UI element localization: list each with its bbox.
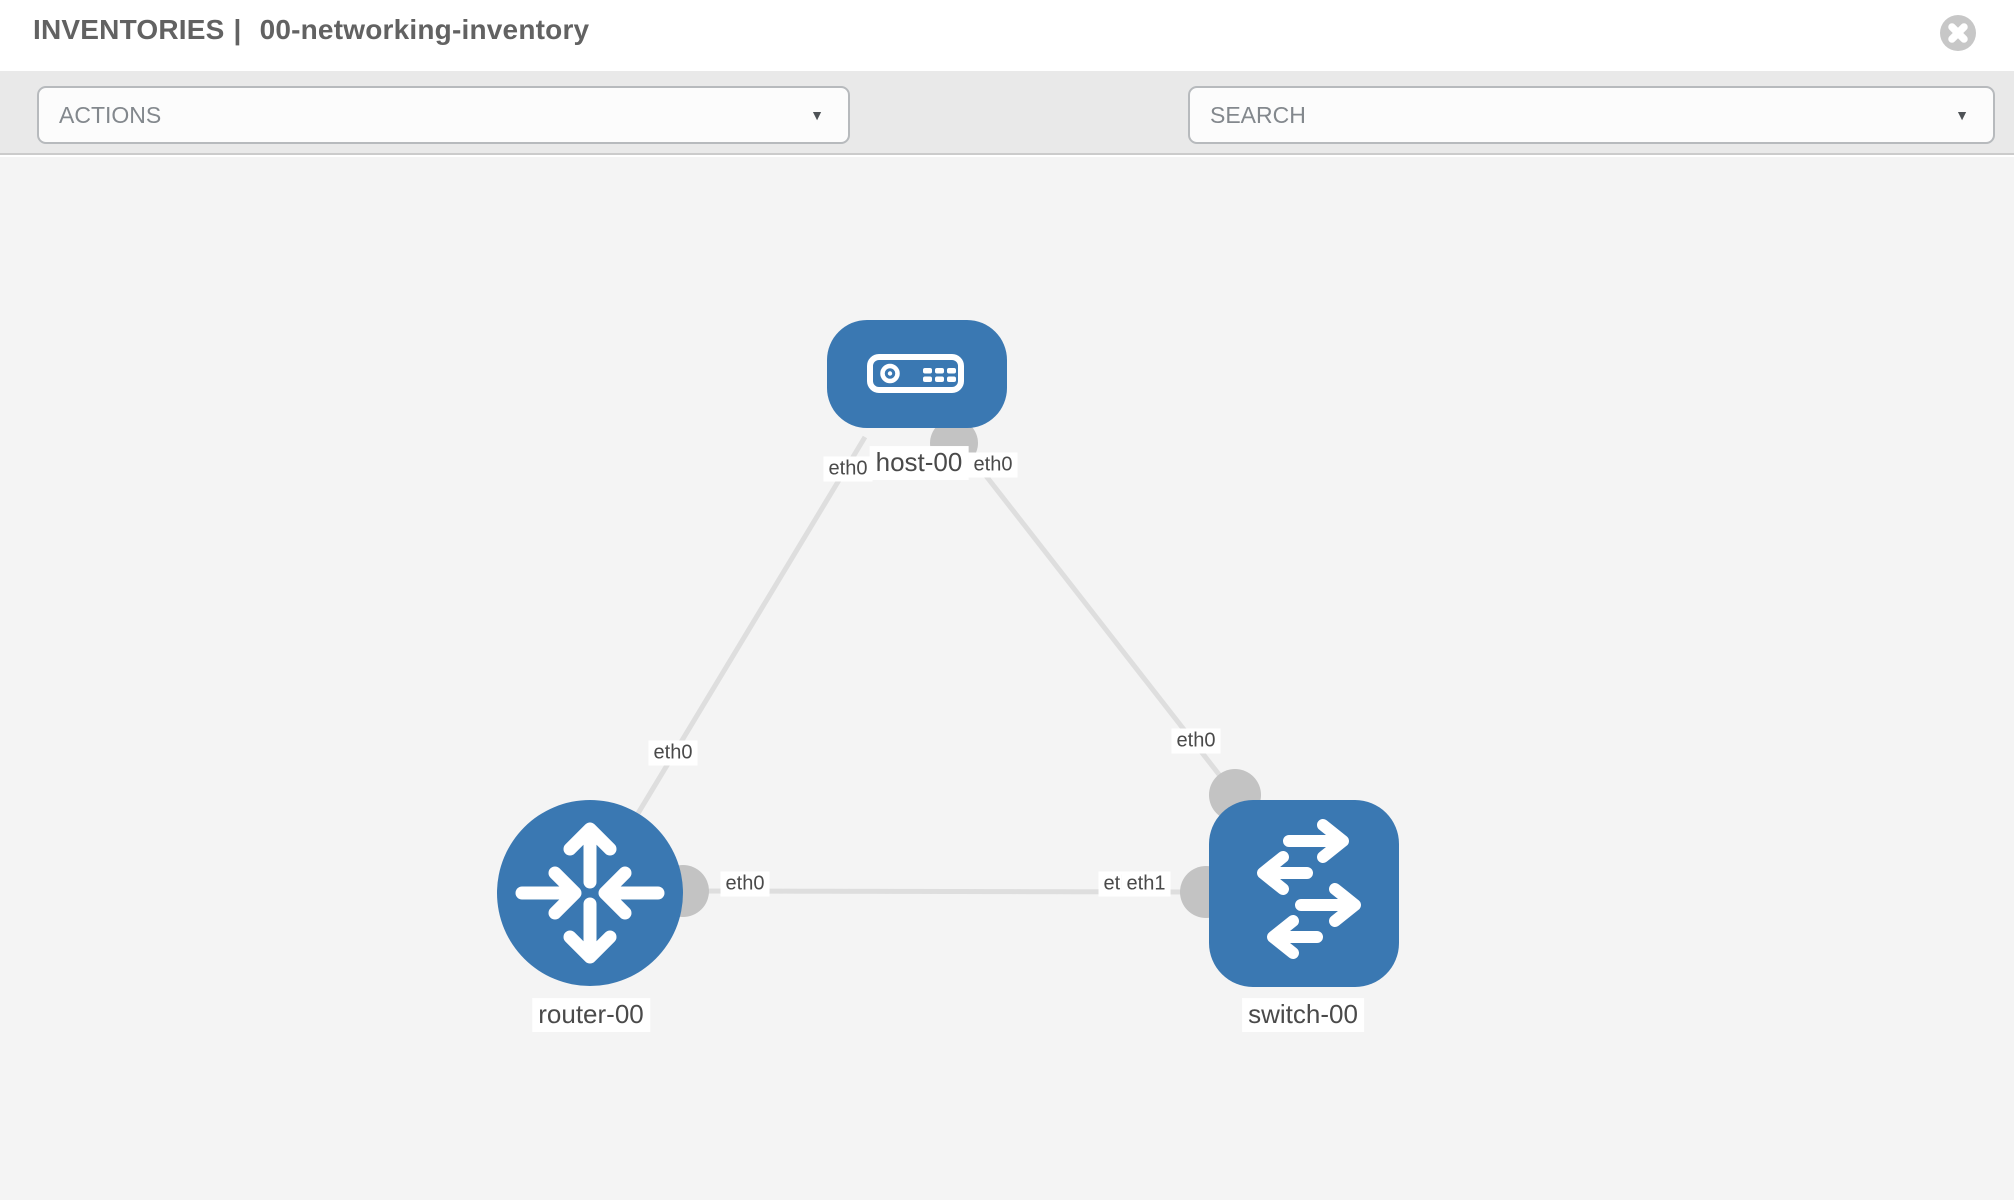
interface-label-switch-host: eth0 bbox=[1171, 728, 1221, 754]
router-icon bbox=[515, 822, 665, 964]
chevron-down-icon: ▼ bbox=[1955, 107, 1969, 123]
topology-canvas[interactable]: host-00 router-00 switch-00 eth0 eth0 et… bbox=[0, 157, 2014, 1200]
breadcrumb-section[interactable]: INVENTORIES bbox=[33, 14, 225, 45]
interface-label-switch-end-front: eth1 bbox=[1121, 871, 1171, 897]
breadcrumb-separator: | bbox=[233, 14, 242, 45]
interface-label-host-right: eth0 bbox=[968, 452, 1018, 478]
inventory-name: 00-networking-inventory bbox=[259, 14, 590, 45]
host-icon bbox=[867, 354, 964, 393]
interface-label-router-end: eth0 bbox=[720, 871, 770, 897]
switch-icon bbox=[1257, 819, 1361, 959]
search-dropdown[interactable]: SEARCH ▼ bbox=[1188, 86, 1995, 144]
interface-label-router-host: eth0 bbox=[648, 740, 698, 766]
actions-dropdown-label: ACTIONS bbox=[59, 101, 162, 128]
node-router-00[interactable] bbox=[497, 800, 683, 986]
interface-connectors bbox=[657, 419, 1261, 918]
topology-links bbox=[587, 435, 1237, 895]
interface-label-host-left: eth0 bbox=[823, 456, 873, 482]
close-icon bbox=[1948, 23, 1968, 43]
chevron-down-icon: ▼ bbox=[810, 107, 824, 123]
toolbar: ACTIONS ▼ SEARCH ▼ bbox=[0, 71, 2014, 209]
node-label-router: router-00 bbox=[532, 998, 650, 1032]
node-label-host: host-00 bbox=[869, 446, 969, 480]
search-placeholder: SEARCH bbox=[1210, 101, 1306, 128]
actions-dropdown[interactable]: ACTIONS ▼ bbox=[37, 86, 850, 144]
node-host-00[interactable] bbox=[827, 320, 1007, 428]
header: INVENTORIES | 00-networking-inventory bbox=[0, 0, 2014, 71]
node-label-switch: switch-00 bbox=[1242, 998, 1364, 1032]
close-button[interactable] bbox=[1940, 15, 1976, 51]
node-switch-00[interactable] bbox=[1209, 800, 1399, 987]
page-title: INVENTORIES | 00-networking-inventory bbox=[33, 14, 589, 46]
